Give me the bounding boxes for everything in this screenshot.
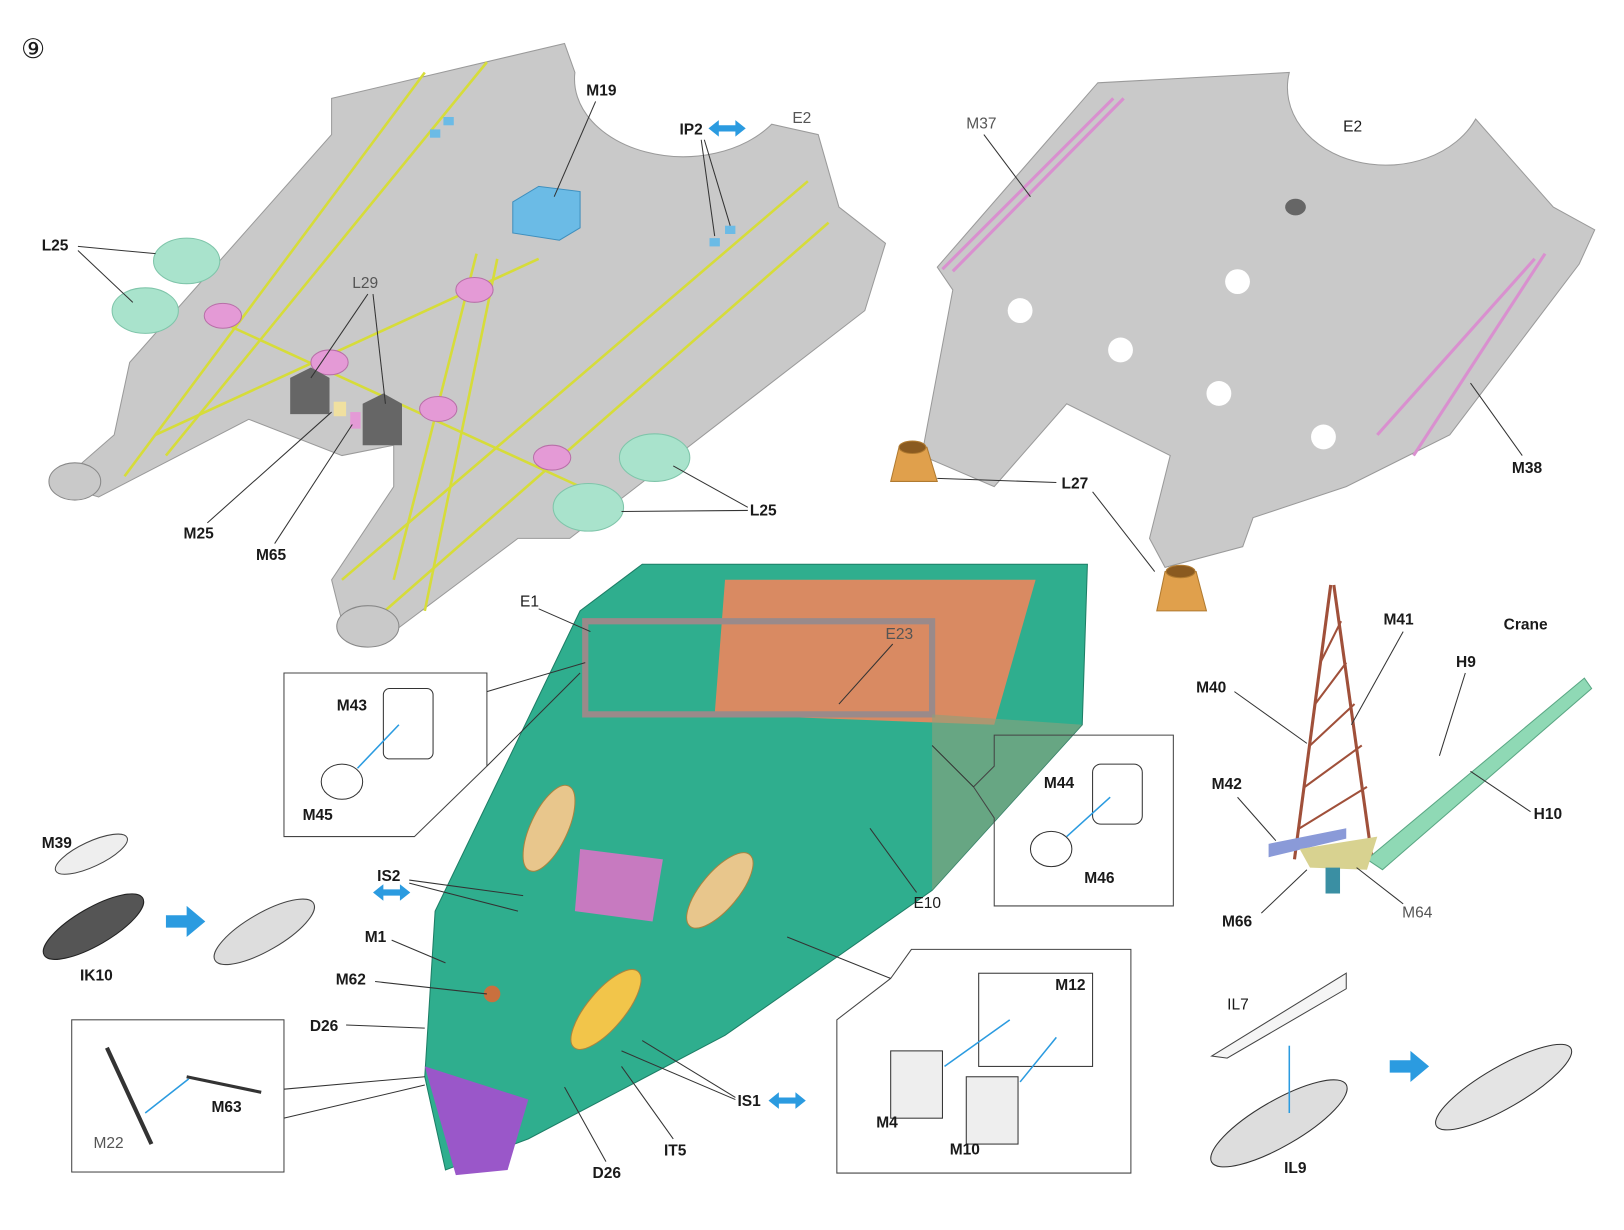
hull-assembly [424, 563, 1088, 1176]
label-m10: M10 [950, 1141, 980, 1158]
label-m62: M62 [336, 972, 367, 989]
inset-box-m43 [283, 672, 488, 838]
label-m4: M4 [876, 1115, 898, 1132]
label-l25-left: L25 [42, 238, 69, 255]
label-m45: M45 [303, 807, 334, 824]
upper-deck-part-e2 [48, 42, 887, 648]
flip-arrow-icon [373, 884, 411, 901]
step-number: ⑨ [21, 34, 45, 64]
label-m22: M22 [93, 1135, 123, 1152]
label-e2-left: E2 [792, 110, 811, 127]
label-m25: M25 [184, 525, 215, 542]
label-m19: M19 [586, 82, 617, 99]
label-e23: E23 [886, 626, 914, 643]
label-e1: E1 [520, 594, 539, 611]
label-m12: M12 [1055, 977, 1086, 994]
inset-box-m22 [71, 1019, 285, 1173]
label-il9: IL9 [1284, 1160, 1307, 1177]
label-m41: M41 [1384, 611, 1415, 628]
label-m1: M1 [365, 929, 387, 946]
inset-box-m44 [972, 734, 1174, 907]
label-crane: Crane [1504, 616, 1548, 633]
blue-part-m19 [512, 185, 581, 241]
pink-discs [203, 276, 572, 471]
label-m40: M40 [1196, 680, 1226, 697]
label-m66: M66 [1222, 914, 1253, 931]
arrow-right-icon [1389, 1050, 1430, 1082]
label-m65: M65 [256, 547, 287, 564]
label-ik10: IK10 [80, 967, 113, 984]
label-ip2: IP2 [679, 122, 703, 139]
label-m44: M44 [1044, 775, 1075, 792]
label-m37: M37 [966, 115, 996, 132]
orange-parts-l27 [890, 440, 1208, 612]
label-m38: M38 [1512, 460, 1543, 477]
flip-arrow-icon [768, 1092, 806, 1109]
label-d26-b: D26 [593, 1165, 622, 1182]
label-l29: L29 [352, 275, 378, 292]
label-m63: M63 [211, 1099, 242, 1116]
label-is2: IS2 [377, 868, 401, 885]
boat-ik10 [42, 833, 316, 966]
lifeboats [522, 784, 754, 1050]
pink-ladder-m38 [1376, 252, 1547, 457]
label-m46: M46 [1084, 870, 1115, 887]
label-il7: IL7 [1227, 996, 1249, 1013]
boat-il9 [1210, 972, 1573, 1168]
label-m43: M43 [337, 697, 368, 714]
label-m42: M42 [1212, 776, 1243, 793]
disc-parts-l25 [111, 237, 691, 532]
label-d26-a: D26 [310, 1018, 339, 1035]
label-e10: E10 [913, 895, 941, 912]
arrow-right-icon [165, 905, 206, 937]
label-is1: IS1 [737, 1093, 761, 1110]
lower-side-part-e2 [890, 71, 1596, 612]
label-l27: L27 [1062, 476, 1089, 493]
label-l25-right: L25 [750, 503, 777, 520]
label-h9: H9 [1456, 654, 1476, 671]
flip-arrow-icon [708, 120, 746, 137]
pink-ladder-m37 [941, 97, 1125, 273]
label-it5: IT5 [664, 1142, 687, 1159]
label-e2-right: E2 [1343, 118, 1362, 135]
label-m39: M39 [42, 835, 73, 852]
label-m64: M64 [1402, 904, 1433, 921]
label-h10: H10 [1534, 806, 1562, 823]
